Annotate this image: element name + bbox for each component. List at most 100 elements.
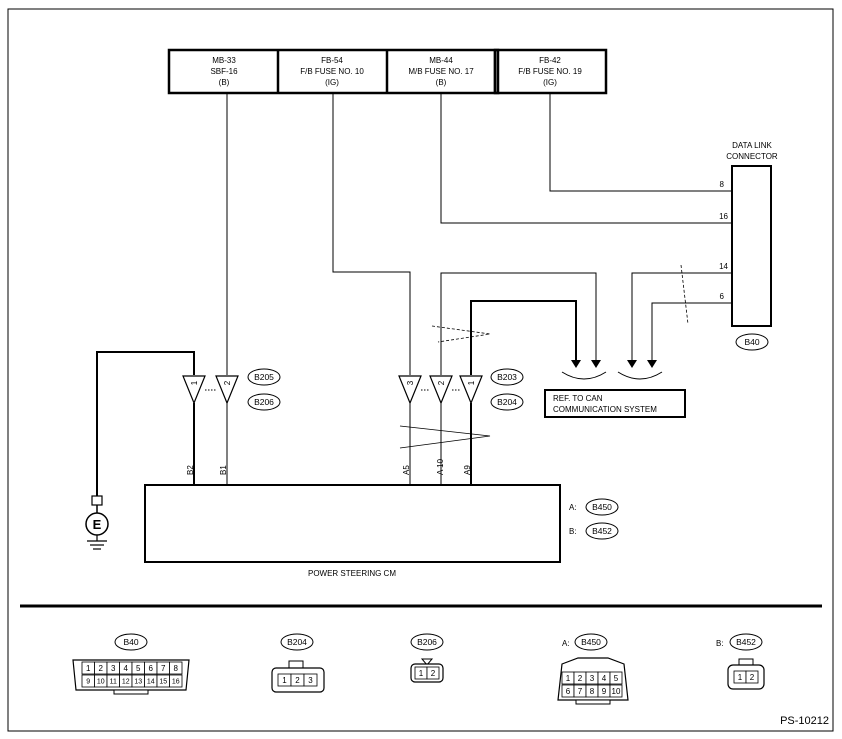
fuse-mb33-line3: (B)	[219, 78, 230, 87]
jc-left-pin-2: 2	[223, 380, 232, 385]
fuse-fb54-line3: (IG)	[325, 78, 339, 87]
connector-tag-b205: B205	[254, 372, 274, 382]
joint-connector-b205-b206: 1 2 B205 B206	[182, 368, 281, 411]
pin-cell	[426, 666, 440, 680]
pin-number: 9	[86, 678, 90, 685]
arrow-can-4	[591, 360, 601, 368]
legend-b452-prefix: B:	[716, 639, 724, 648]
dlc-pin-8: 8	[720, 180, 725, 189]
legend-b450-tag: B450	[581, 637, 601, 647]
connector-tag-b206: B206	[254, 397, 274, 407]
pin-number: 14	[147, 678, 155, 685]
can-ref-line1: REF. TO CAN	[553, 394, 603, 403]
wire-dlc-can-h	[631, 272, 732, 360]
twisted-pair-mark-dlc	[680, 264, 689, 325]
pin-number: 10	[97, 678, 105, 685]
pin-number: 16	[172, 678, 180, 685]
ground-symbol: E	[85, 495, 109, 550]
legend-b40-tag: B40	[123, 637, 138, 647]
connector-tag-b450: B450	[592, 502, 612, 512]
dlc-title-line2: CONNECTOR	[726, 152, 778, 161]
dlc-pin-6: 6	[720, 292, 725, 301]
fuse-fb42-line1: FB-42	[539, 56, 561, 65]
fuse-mb44-line3: (B)	[436, 78, 447, 87]
dlc-pin-14: 14	[719, 262, 728, 271]
pin-number: 2	[431, 669, 436, 678]
pin-number: 13	[134, 678, 142, 685]
legend-b450-prefix: A:	[562, 639, 570, 648]
cm-label: POWER STEERING CM	[308, 569, 396, 578]
pin-number: 6	[149, 664, 154, 673]
twisted-pair-mark-lower	[399, 425, 491, 449]
pin-number: 3	[590, 674, 595, 683]
cm-connector-a-prefix: A:	[569, 503, 577, 512]
fuse-fb42-line2: F/B FUSE NO. 19	[518, 67, 582, 76]
ground-label: E	[93, 517, 102, 532]
cm-terminal-b2: B2	[186, 465, 195, 475]
arrow-can-1	[627, 360, 637, 368]
pin-number: 8	[174, 664, 179, 673]
pin-number: 1	[738, 673, 743, 682]
pin-cell	[169, 674, 183, 688]
can-ref-line2: COMMUNICATION SYSTEM	[553, 405, 657, 414]
jc-mid-pin-3: 3	[406, 380, 415, 385]
cm-terminal-a5: A5	[402, 465, 411, 475]
pin-cell	[745, 670, 759, 684]
pin-number: 11	[110, 678, 117, 685]
pin-number: 8	[590, 687, 595, 696]
fuse-fb42-line3: (IG)	[543, 78, 557, 87]
pin-cell	[609, 684, 623, 698]
can-ref-arc-right	[617, 371, 663, 380]
connector-tag-b204: B204	[497, 397, 517, 407]
joint-connector-b203-b204: 3 2 1 B203 B204	[398, 368, 524, 411]
pin-number: 6	[566, 687, 571, 696]
pin-number: 7	[161, 664, 166, 673]
can-ref-arc-left	[561, 371, 607, 380]
pin-number: 2	[295, 676, 300, 685]
fuse-mb44: MB-44 M/B FUSE NO. 17 (B)	[408, 56, 474, 87]
cm-terminal-a9: A9	[463, 465, 472, 475]
pin-number: 12	[122, 678, 130, 685]
fuse-fb54-line2: F/B FUSE NO. 10	[300, 67, 364, 76]
figure-id: PS-10212	[780, 715, 829, 727]
cm-terminal-b1: B1	[219, 465, 228, 475]
connector-tag-b452: B452	[592, 526, 612, 536]
pin-number: 7	[578, 687, 583, 696]
pin-cell	[609, 671, 623, 685]
jc-left-pin-1: 1	[190, 380, 199, 385]
fuse-fb42: FB-42 F/B FUSE NO. 19 (IG)	[518, 56, 582, 87]
connector-tag-b40	[735, 333, 769, 351]
pin-number: 5	[614, 674, 619, 683]
wire-fuse10	[332, 93, 411, 375]
can-reference-box: REF. TO CAN COMMUNICATION SYSTEM	[544, 389, 686, 418]
fuse-mb44-line2: M/B FUSE NO. 17	[408, 67, 474, 76]
diagram-frame	[7, 8, 834, 732]
pin-number: 3	[308, 676, 313, 685]
wire-fuse19	[549, 93, 732, 192]
fuse-mb33: MB-33 SBF-16 (B)	[210, 56, 238, 87]
jc-mid-pin-1: 1	[467, 380, 476, 385]
legend-b206-tag: B206	[417, 637, 437, 647]
pin-number: 10	[612, 687, 621, 696]
dlc-title-line1: DATA LINK	[732, 141, 772, 150]
pin-number: 4	[124, 664, 129, 673]
fuse-mb33-line2: SBF-16	[210, 67, 238, 76]
fuse-block: MB-33 SBF-16 (B) FB-54 F/B FUSE NO. 10 (…	[167, 48, 608, 95]
data-link-connector: DATA LINK CONNECTOR 8 16 14 6 B40	[719, 141, 778, 351]
fuse-mb33-line1: MB-33	[212, 56, 236, 65]
pin-cell	[303, 673, 318, 687]
legend-b452-tag: B452	[736, 637, 756, 647]
pin-number: 3	[111, 664, 116, 673]
